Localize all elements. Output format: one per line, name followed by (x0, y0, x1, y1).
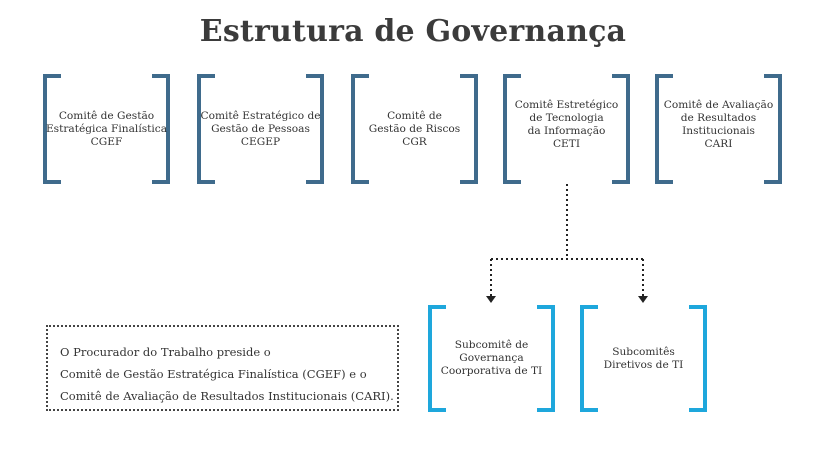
left-bracket (580, 305, 598, 412)
arrowhead-icon (638, 296, 648, 303)
note-box: O Procurador do Trabalho preside o Comit… (46, 325, 399, 411)
committee-cgr: Comitê de Gestão de Riscos CGR (351, 74, 478, 184)
right-bracket (689, 305, 707, 412)
label-line: Governança (459, 352, 524, 364)
committee-label: Comitê de Gestão Estratégica Finalística… (46, 110, 167, 149)
label-line: CEGEP (240, 135, 281, 148)
label-line: CGEF (90, 135, 123, 148)
right-bracket (460, 74, 478, 184)
left-bracket (428, 305, 446, 412)
label-line: Gestão de Pessoas (211, 122, 310, 135)
committee-label: Comitê de Gestão de Riscos CGR (369, 110, 460, 149)
label-line: da Informação (527, 125, 606, 137)
left-bracket (351, 74, 369, 184)
left-bracket (503, 74, 521, 184)
left-bracket (655, 74, 673, 184)
subcommittee-governanca: Subcomitê de Governança Coorporativa de … (428, 305, 555, 412)
right-bracket (537, 305, 555, 412)
label-line: Diretivos de TI (603, 358, 684, 371)
left-bracket (43, 74, 61, 184)
label-line: Subcomitês (612, 345, 675, 358)
label-line: CETI (552, 138, 581, 150)
right-bracket (152, 74, 170, 184)
note-line: Comitê de Avaliação de Resultados Instit… (60, 389, 394, 403)
label-line: Estratégica Finalística (45, 122, 168, 135)
committee-label: Comitê de Avaliação de Resultados Instit… (664, 99, 773, 151)
right-bracket (764, 74, 782, 184)
committee-cari: Comitê de Avaliação de Resultados Instit… (655, 74, 782, 184)
note-line: Comitê de Gestão Estratégica Finalística… (60, 367, 367, 381)
label-line: de Tecnologia (529, 112, 604, 124)
label-line: Comitê de (387, 109, 442, 122)
label-line: Comitê de Gestão (58, 109, 155, 122)
committee-cgef: Comitê de Gestão Estratégica Finalística… (43, 74, 170, 184)
committee-label: Comitê Estratégico de Gestão de Pessoas … (200, 110, 320, 149)
label-line: Subcomitê de (454, 339, 529, 351)
left-bracket (197, 74, 215, 184)
right-bracket (306, 74, 324, 184)
note-line: O Procurador do Trabalho preside o (60, 345, 271, 359)
committee-ceti: Comitê Estretégico de Tecnologia da Info… (503, 74, 630, 184)
label-line: CGR (402, 135, 427, 148)
subcommittee-label: Subcomitês Diretivos de TI (604, 346, 684, 372)
label-line: de Resultados (680, 112, 757, 124)
arrowhead-icon (486, 296, 496, 303)
label-line: Comitê Estratégico de (200, 109, 321, 122)
label-line: Comitê de Avaliação (663, 99, 774, 111)
right-bracket (612, 74, 630, 184)
subcommittee-label: Subcomitê de Governança Coorporativa de … (441, 339, 542, 378)
label-line: CARI (704, 138, 733, 150)
committee-cegep: Comitê Estratégico de Gestão de Pessoas … (197, 74, 324, 184)
label-line: Institucionais (682, 125, 755, 137)
label-line: Coorporativa de TI (440, 365, 543, 377)
subcommittee-diretivos: Subcomitês Diretivos de TI (580, 305, 707, 412)
label-line: Comitê Estretégico (514, 99, 619, 111)
label-line: Gestão de Riscos (368, 122, 461, 135)
committee-label: Comitê Estretégico de Tecnologia da Info… (515, 99, 619, 151)
diagram-title: Estrutura de Governança (199, 14, 627, 49)
